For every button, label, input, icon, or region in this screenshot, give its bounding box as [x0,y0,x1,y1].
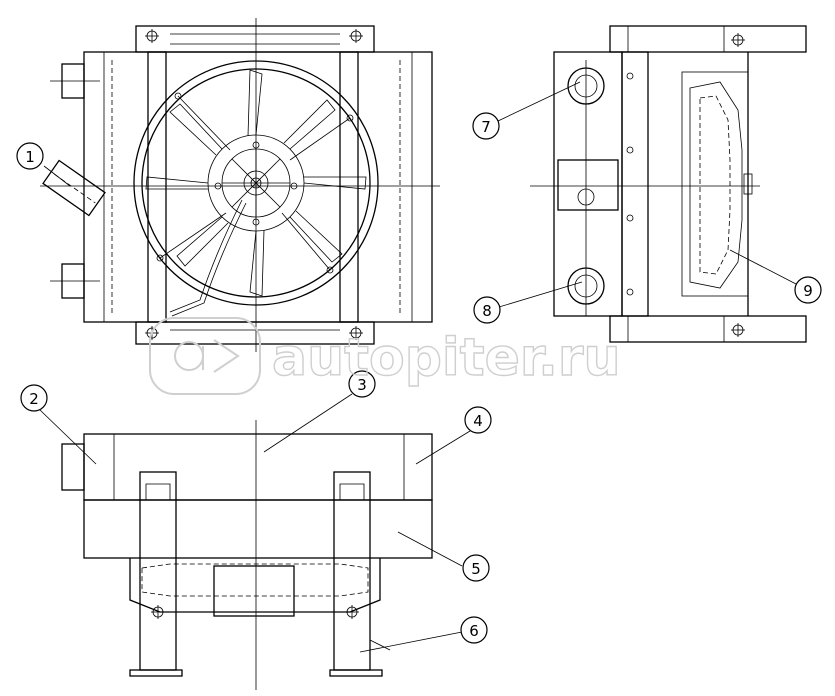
callout-4: 4 [464,406,492,434]
callout-6: 6 [460,616,488,644]
callout-2-label: 2 [29,390,39,408]
callout-9-label: 9 [803,282,813,300]
callout-3-label: 3 [357,376,367,394]
watermark-text: autopiter.ru [272,328,621,388]
callout-8: 8 [473,296,501,324]
callout-3: 3 [348,370,376,398]
callout-9: 9 [794,276,822,304]
callout-6-label: 6 [469,622,479,640]
callout-1-label: 1 [25,148,35,166]
callout-7-label: 7 [481,118,491,136]
callouts: 1 2 3 4 5 6 7 8 [16,81,822,653]
watermark-logo [149,317,261,395]
top-view [61,420,433,690]
callout-7: 7 [472,112,500,140]
watermark: autopiter.ru [149,317,621,395]
front-view [40,18,440,352]
callout-4-label: 4 [473,412,483,430]
callout-2: 2 [20,384,48,412]
callout-1: 1 [16,142,44,170]
callout-5: 5 [462,554,490,582]
side-view [530,25,807,343]
callout-8-label: 8 [482,302,492,320]
callout-5-label: 5 [471,560,481,578]
